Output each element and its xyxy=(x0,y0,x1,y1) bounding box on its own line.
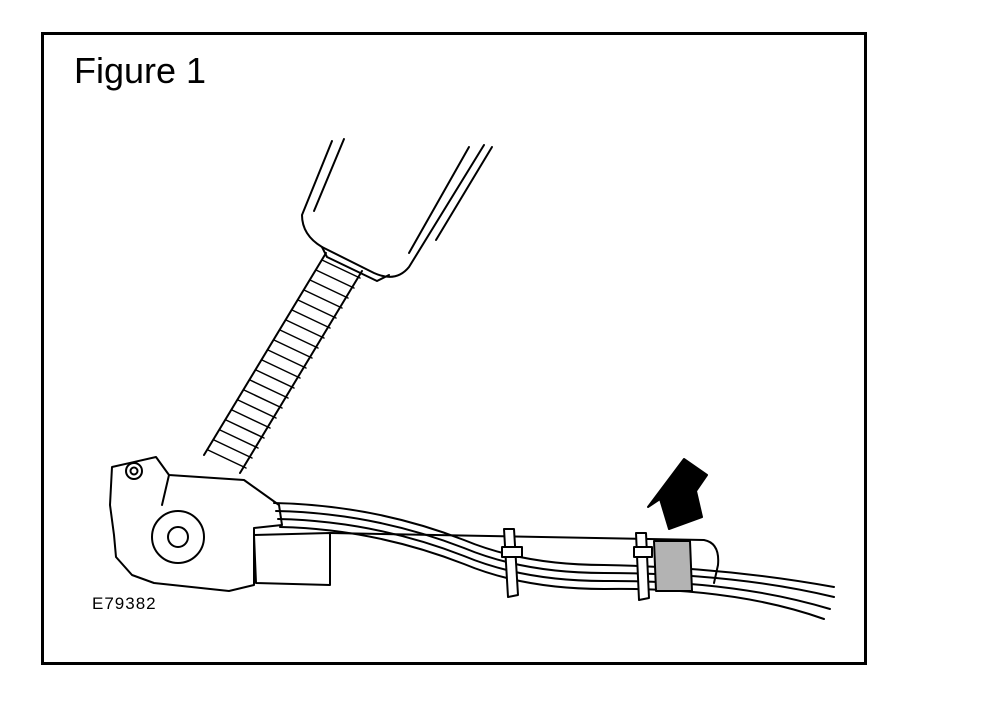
cable-tie xyxy=(501,528,523,598)
seat-belt-buckle-diagram xyxy=(109,138,835,620)
corrugated-sleeve xyxy=(203,252,363,474)
figure-title: Figure 1 xyxy=(74,50,207,91)
wiring-harness xyxy=(273,502,835,620)
indicator-arrow xyxy=(647,458,708,530)
anchor-bracket xyxy=(109,456,283,592)
cable-tie xyxy=(633,532,653,601)
tape-wrap xyxy=(653,540,693,592)
figure-frame: Figure 1 xyxy=(41,32,867,665)
figure-code: E79382 xyxy=(92,594,157,613)
lower-cover xyxy=(253,532,720,586)
buckle-housing xyxy=(301,138,493,282)
